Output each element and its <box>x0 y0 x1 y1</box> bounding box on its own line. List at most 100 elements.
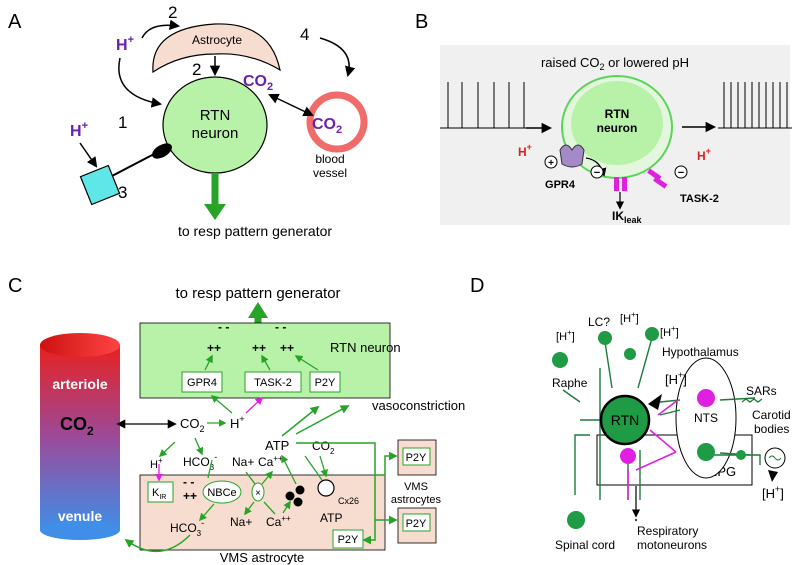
atp-to-p2y-neuron-arrow <box>281 405 320 437</box>
c-dashes-2: - - <box>275 320 286 334</box>
panel-a: A Astrocyte RTN neuron CO2 blood vessel … <box>8 3 368 239</box>
label-4: 4 <box>300 25 309 44</box>
venule-label: venule <box>58 508 103 524</box>
vms-p2y-box-2 <box>402 513 431 532</box>
carotid-label-1: Carotid <box>752 408 791 422</box>
p2y-up-arrow <box>294 355 319 371</box>
b-rtn-label-1: RTN <box>605 107 630 121</box>
nbce-curve <box>207 459 213 479</box>
c-co2-center: CO2 <box>180 416 205 434</box>
ca-in-curve <box>263 501 276 515</box>
c-ca-top: Ca++ <box>258 454 283 469</box>
vms-astrocytes-label-2: astrocytes <box>391 494 442 506</box>
h-to-sensor-arrow <box>79 142 98 168</box>
spinal-cord-label: Spinal cord <box>555 538 615 552</box>
atp-to-p2y-astro-arrow <box>296 442 376 545</box>
panel-b-letter: B <box>415 11 428 33</box>
sensor-axon <box>111 151 159 177</box>
h-plus-top: H+ <box>116 34 134 54</box>
task2-label: TASK-2 <box>680 193 719 205</box>
ik-leak-label: IKleak <box>612 209 643 225</box>
blood-label-2: vessel <box>313 166 347 180</box>
vasoconstriction-label: vasoconstriction <box>372 398 465 413</box>
c-na-bottom: Na+ <box>230 515 252 529</box>
c-hco3-lower: HCO3- <box>170 518 204 538</box>
vms-astrocyte-label: VMS astrocyte <box>220 550 305 565</box>
co2-exchange-arrow <box>268 93 314 117</box>
nts-neuron-green <box>697 443 715 461</box>
c-ca-bottom: Ca++ <box>266 514 291 529</box>
ca-exchange-curve <box>261 470 273 485</box>
resp-motoneurons-label-1: Respiratory <box>637 524 698 538</box>
cx26-to-atp-line <box>304 455 323 481</box>
na-in-arrow <box>244 501 255 516</box>
h-to-gpr4-arrow <box>210 394 233 414</box>
c-gpr4-box <box>181 371 223 393</box>
d-h-raphe: [H+] <box>556 328 575 343</box>
task2-channel-b <box>653 176 668 189</box>
c-na-top: Na+ <box>232 455 254 469</box>
b-h-left: H+ <box>518 142 532 159</box>
d-h-carotid: [H+] <box>762 484 784 501</box>
b-rtn-label-2: neuron <box>597 121 638 135</box>
gpr4-label: GPR4 <box>545 179 576 191</box>
exchanger-x: × <box>255 488 261 499</box>
vessel-co2: CO2 <box>312 116 342 136</box>
c-rtn-label: RTN neuron <box>330 340 401 355</box>
panel-b: B raised CO2 or lowered pH RTN neuron H+… <box>415 11 792 225</box>
rtn-neuron-label-1: RTN <box>200 107 231 124</box>
c-gpr4-label: GPR4 <box>187 377 217 389</box>
gpr4-receptor <box>559 144 585 168</box>
nts-label: NTS <box>694 411 718 425</box>
c-atp-lower: ATP <box>320 511 342 525</box>
c-hco3-upper: HCO3- <box>183 452 217 472</box>
blood-label-1: blood <box>315 152 344 166</box>
nbce-transporter <box>202 480 242 504</box>
nbce-label: NBCe <box>207 487 236 499</box>
nts-region <box>675 357 737 479</box>
ik-leak-channel-b <box>622 177 627 191</box>
panel-c-letter: C <box>8 275 22 297</box>
c-co2-cx26: CO2 <box>312 439 335 456</box>
panel-b-title: raised CO2 or lowered pH <box>541 55 689 72</box>
atp-to-vms-p2y-1-arrow <box>375 451 398 476</box>
c-pp-1: ++ <box>207 341 221 355</box>
hypothalamus-neuron <box>645 327 659 341</box>
c-p2y-box-neuron <box>309 371 341 393</box>
nts-neuron-magenta <box>697 389 715 407</box>
task2-channel-a <box>647 168 662 181</box>
task2-negative-sign-text: − <box>678 167 684 179</box>
rtn-neuron-label-2: neuron <box>192 125 239 142</box>
atp-vesicle-2 <box>295 485 305 495</box>
c-h-kir: H+ <box>150 456 163 471</box>
c-atp-upper: ATP <box>265 438 289 453</box>
carotid-ending <box>768 455 782 461</box>
gpr4-positive-sign <box>544 155 558 169</box>
panel-c-output-label: to resp pattern generator <box>175 285 340 302</box>
raphe-neuron <box>552 352 568 368</box>
neuron-co2: CO2 <box>243 73 273 93</box>
astrocyte-shape <box>152 23 281 74</box>
task2-up-arrow <box>261 354 271 371</box>
cx26-label: Cx26 <box>338 496 359 506</box>
gpr4-negative-sign <box>590 165 604 179</box>
rpg-output <box>635 519 637 521</box>
astrocyte-label: Astrocyte <box>192 33 242 47</box>
sensor-cell <box>79 164 121 206</box>
panel-c: C to resp pattern generator RTN neuron -… <box>8 275 465 565</box>
c-vessel-top <box>40 333 120 357</box>
c-vessel-bottom <box>40 520 120 540</box>
label-1: 1 <box>118 113 127 132</box>
raphe-label: Raphe <box>552 376 588 390</box>
c-vessel-co2: CO2 <box>60 414 94 438</box>
c-dash-astro: - - <box>183 475 194 489</box>
co2-to-kir-h-arrow <box>158 441 176 458</box>
c-p2y-label-neuron: P2Y <box>315 377 336 389</box>
arteriole-label: arteriole <box>52 376 107 392</box>
rtn-cytoplasm <box>571 81 663 165</box>
path-1-arrow <box>118 57 163 108</box>
c-pp-2: ++ <box>252 341 266 355</box>
fast-firing-trace <box>718 82 792 129</box>
d-rtn-label: RTN <box>611 412 640 428</box>
carotid-h-sensor <box>768 470 778 482</box>
